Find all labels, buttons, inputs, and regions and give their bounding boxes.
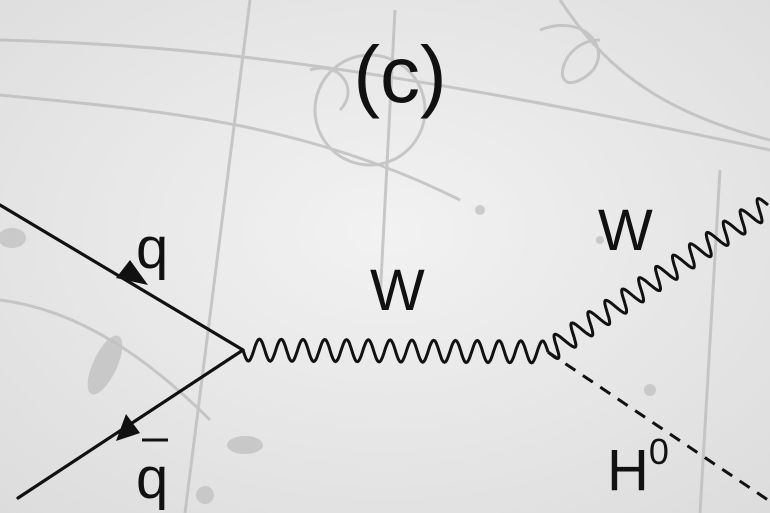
w-outgoing-label: W — [598, 198, 653, 263]
higgs-superscript: 0 — [649, 431, 669, 472]
antiquark-arrow-icon — [116, 414, 140, 441]
w-outgoing-wavy-line — [547, 196, 769, 361]
bubble-chamber-specks — [0, 205, 656, 504]
higgs-symbol: H — [607, 438, 649, 503]
panel-label: (c) — [353, 30, 446, 119]
higgs-label: H0 — [607, 431, 669, 503]
fermion-arrows — [116, 260, 148, 441]
higgs-dashed-line — [547, 350, 769, 502]
w-propagator-label: W — [370, 258, 425, 323]
w-propagator-wavy-line — [241, 337, 550, 365]
quark-arrow-icon — [116, 260, 148, 285]
quark-in-label: q — [136, 216, 168, 281]
antiquark-label: q — [136, 446, 168, 511]
